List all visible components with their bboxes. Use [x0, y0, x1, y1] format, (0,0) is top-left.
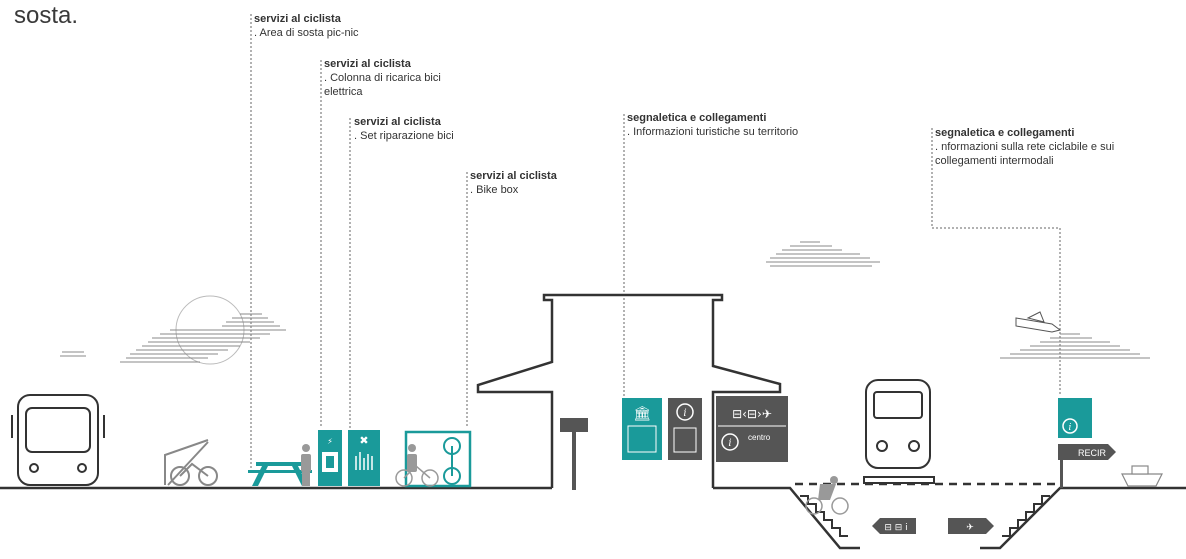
- svg-text:⊟ ⊟ i: ⊟ ⊟ i: [884, 523, 907, 533]
- recir-sign-text: RECIR: [1078, 448, 1107, 458]
- tourist-info-totem-icon: 🏛 i: [622, 398, 702, 460]
- page-heading: sosta.: [14, 2, 79, 29]
- leader-lines: [250, 14, 1061, 470]
- svg-text:⊟‹⊟›✈: ⊟‹⊟›✈: [732, 407, 772, 421]
- callout-description: . Set riparazione bici: [354, 130, 454, 142]
- underpass-sign-plane-icon: ✈: [948, 518, 994, 534]
- svg-text:🏛: 🏛: [633, 405, 651, 422]
- svg-text:i: i: [728, 438, 731, 449]
- airplane-icon: [1015, 311, 1062, 333]
- svg-text:⚡: ⚡: [327, 437, 333, 446]
- callout-description: . Area di sosta pic-nic: [254, 27, 359, 39]
- callout-description: . Colonna di ricarica bici elettrica: [324, 72, 441, 98]
- callout-charging-column: servizi al ciclista . Colonna di ricaric…: [324, 57, 441, 99]
- callout-description: . Bike box: [470, 184, 519, 196]
- callout-tourist-info: segnaletica e collegamenti . Informazion…: [627, 111, 798, 139]
- train-icon: [865, 379, 931, 469]
- charging-column-icon: ⚡: [318, 430, 342, 486]
- underpass: [780, 482, 1070, 550]
- callout-title: servizi al ciclista: [470, 170, 557, 182]
- bike-shelter-icon: [164, 439, 218, 486]
- callout-title: servizi al ciclista: [354, 116, 441, 128]
- boat-icon: [1121, 465, 1163, 487]
- callout-picnic-area: servizi al ciclista . Area di sosta pic-…: [254, 12, 359, 40]
- person-icon: [301, 444, 311, 486]
- callout-title: servizi al ciclista: [254, 13, 341, 25]
- callout-repair-set: servizi al ciclista . Set riparazione bi…: [354, 115, 454, 143]
- svg-text:i: i: [1069, 423, 1072, 433]
- cyclist-icon: [805, 476, 849, 515]
- callout-title: servizi al ciclista: [324, 58, 411, 70]
- svg-text:✖: ✖: [359, 434, 368, 447]
- bike-box-icon: [404, 430, 472, 488]
- bus-icon: [11, 394, 105, 486]
- cloud-left-icon: [60, 313, 286, 363]
- cloud-right-icon: [766, 241, 880, 267]
- intermodal-info-totem-icon: ⊟‹⊟›✈ i centro: [716, 396, 788, 462]
- platform: [863, 476, 935, 484]
- callout-cycle-network-info: segnaletica e collegamenti . nformazioni…: [935, 126, 1114, 168]
- callout-bike-box: servizi al ciclista . Bike box: [470, 169, 557, 197]
- cycle-network-sign-icon: i RECIR: [1058, 398, 1116, 488]
- underpass-sign-bus-icon: ⊟ ⊟ i: [872, 518, 916, 534]
- cyclist-with-bike-icon: [395, 444, 439, 487]
- callout-title: segnaletica e collegamenti: [627, 112, 767, 124]
- station-building: [476, 293, 782, 488]
- post-sign-icon: [560, 418, 588, 490]
- callout-description: . Informazioni turistiche su territorio: [627, 126, 799, 138]
- repair-set-icon: ✖: [348, 430, 380, 486]
- centro-sign-text: centro: [748, 433, 771, 442]
- svg-text:✈: ✈: [966, 523, 974, 533]
- svg-text:i: i: [683, 408, 686, 419]
- cloud-far-right-icon: [1000, 333, 1150, 359]
- underpass-stairs: [800, 495, 1050, 537]
- callout-description: . nformazioni sulla rete ciclabile e sui…: [935, 141, 1115, 167]
- callout-title: segnaletica e collegamenti: [935, 127, 1075, 139]
